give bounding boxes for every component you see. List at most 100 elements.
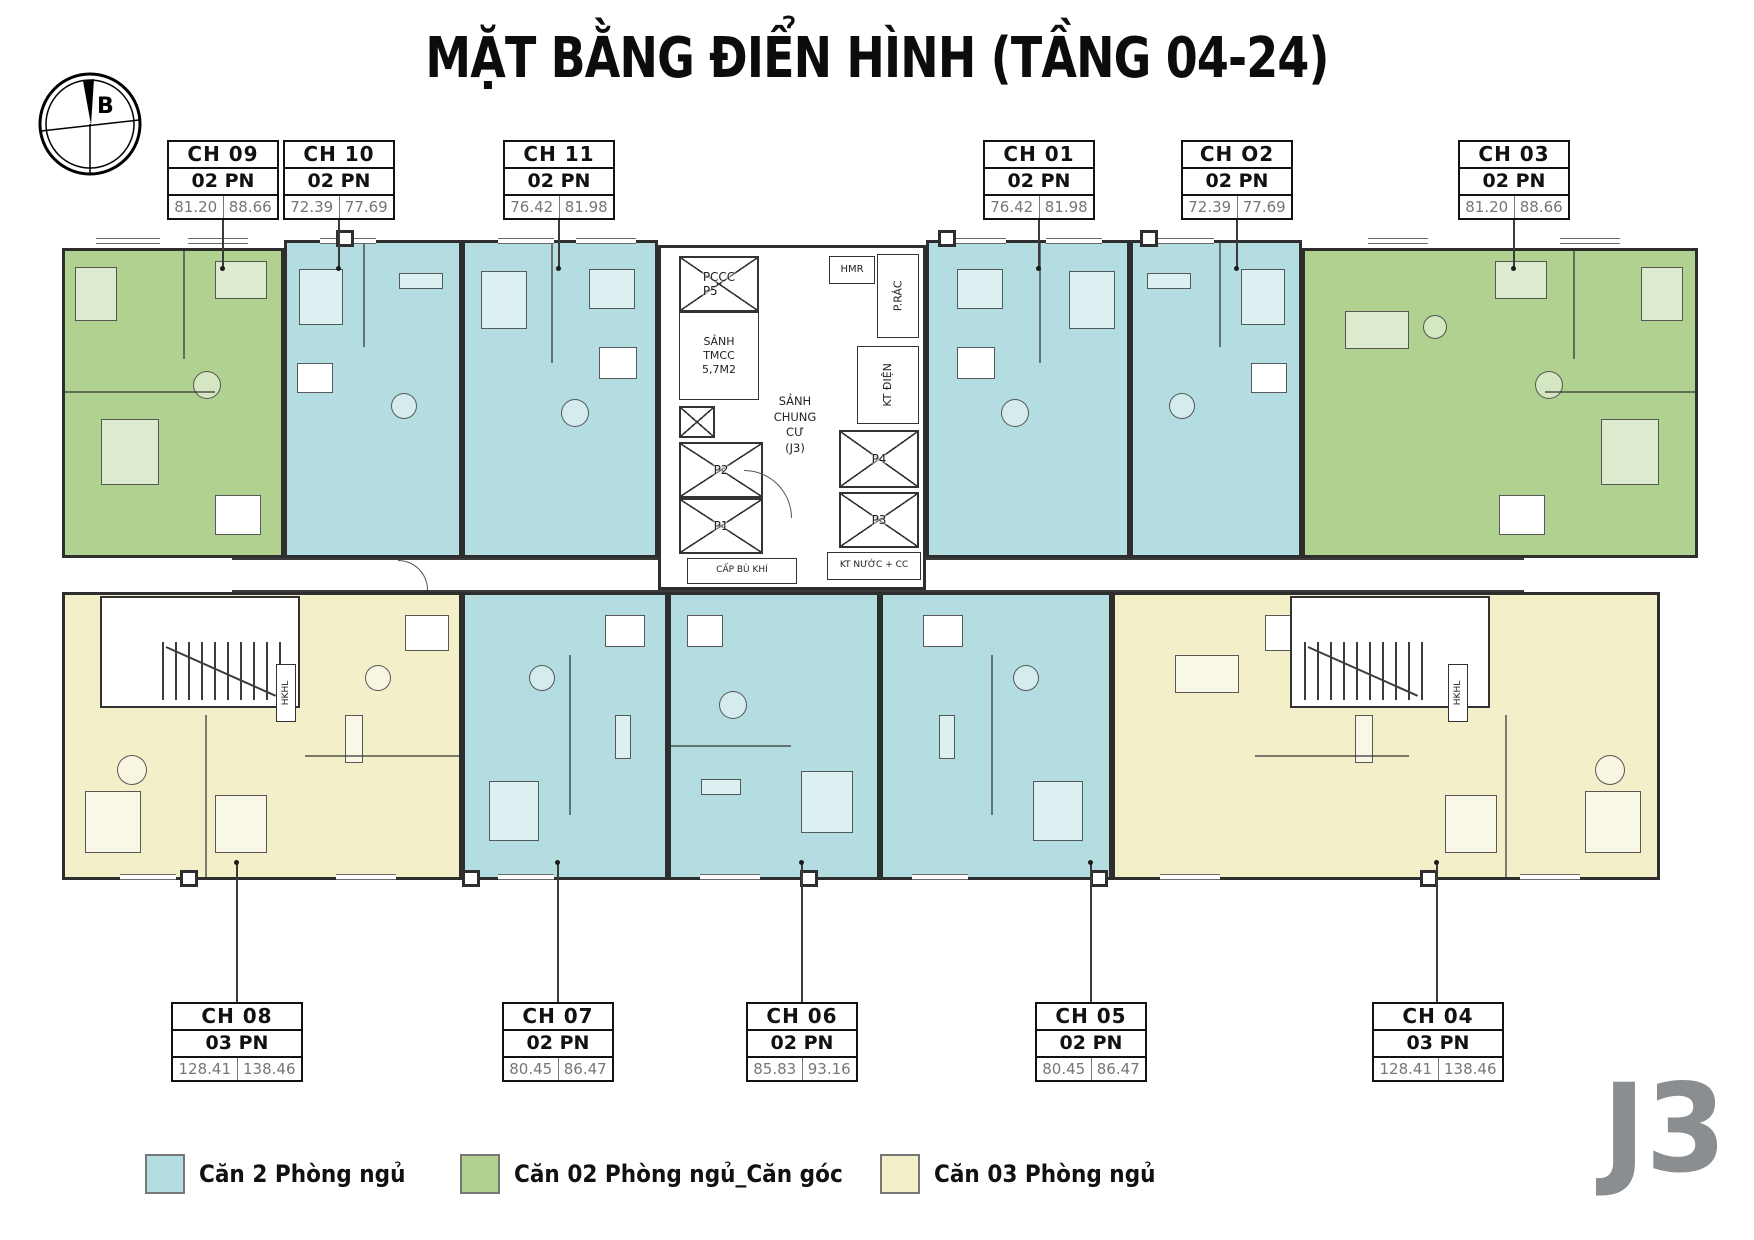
unit-area-ch03 bbox=[1302, 248, 1698, 558]
room-kt-nuoc: KT NƯỚC + CC bbox=[827, 552, 921, 580]
unit-area-gross: 81.98 bbox=[564, 198, 608, 216]
furniture-sofa bbox=[345, 715, 363, 763]
unit-area-ch10 bbox=[284, 240, 462, 558]
leader-dot bbox=[1434, 860, 1439, 865]
window bbox=[120, 874, 176, 880]
interior-wall bbox=[65, 391, 215, 393]
window bbox=[912, 874, 968, 880]
leader-dot bbox=[1036, 266, 1041, 271]
furniture-wardrobe bbox=[1495, 261, 1547, 299]
unit-area-net: 81.20 bbox=[169, 196, 224, 218]
leader-dot bbox=[336, 266, 341, 271]
leader-dot bbox=[1088, 860, 1093, 865]
leader-dot bbox=[234, 860, 239, 865]
elevator-label: P2 bbox=[713, 463, 729, 477]
bathroom bbox=[405, 615, 449, 651]
interior-wall bbox=[551, 243, 553, 363]
furniture-table bbox=[391, 393, 417, 419]
balcony-knob bbox=[1090, 870, 1108, 887]
room-cap-bu-khi: CẤP BÙ KHÍ bbox=[687, 558, 797, 584]
unit-area-net: 76.42 bbox=[985, 196, 1040, 218]
furniture-bed bbox=[101, 419, 159, 485]
interior-wall bbox=[991, 655, 993, 815]
unit-id: CH 11 bbox=[505, 142, 613, 169]
unit-id: CH 05 bbox=[1037, 1004, 1145, 1031]
window bbox=[1046, 238, 1102, 244]
interior-wall bbox=[1039, 243, 1041, 363]
furniture-wardrobe bbox=[589, 269, 635, 309]
unit-id: CH 01 bbox=[985, 142, 1093, 169]
interior-wall bbox=[305, 755, 459, 757]
furniture-bed bbox=[1069, 271, 1115, 329]
furniture-bed bbox=[1641, 267, 1683, 321]
balcony-knob bbox=[336, 230, 354, 247]
leader-line bbox=[1038, 214, 1040, 268]
bathroom bbox=[297, 363, 333, 393]
furniture-table bbox=[1013, 665, 1039, 691]
unit-area-net: 81.20 bbox=[1460, 196, 1515, 218]
window bbox=[1160, 874, 1220, 880]
legend-label: Căn 03 Phòng ngủ bbox=[934, 1160, 1156, 1188]
unit-id: CH 07 bbox=[504, 1004, 612, 1031]
window bbox=[96, 238, 160, 244]
unit-area-net: 72.39 bbox=[285, 196, 340, 218]
furniture-table bbox=[1595, 755, 1625, 785]
furniture-sofa bbox=[399, 273, 443, 289]
leader-line bbox=[1090, 864, 1092, 1002]
unit-area-net: 80.45 bbox=[1037, 1058, 1092, 1080]
leader-dot bbox=[220, 266, 225, 271]
unit-area-net: 80.45 bbox=[504, 1058, 559, 1080]
unit-area-ch01 bbox=[926, 240, 1130, 558]
window bbox=[188, 238, 248, 244]
furniture-table bbox=[719, 691, 747, 719]
leader-line bbox=[1513, 214, 1515, 268]
shaft-label: HKHL bbox=[1453, 680, 1464, 706]
compass-north-label: B bbox=[97, 94, 114, 119]
room-kt-dien: KT ĐIỆN bbox=[857, 346, 919, 424]
unit-id: CH 04 bbox=[1374, 1004, 1502, 1031]
furniture-bed bbox=[489, 781, 539, 841]
unit-bedrooms: 02 PN bbox=[169, 169, 277, 196]
stair-treads bbox=[1304, 642, 1432, 700]
bathroom bbox=[923, 615, 963, 647]
furniture-dining-table bbox=[1345, 311, 1409, 349]
leader-line bbox=[1436, 864, 1438, 1002]
page-title: MẶT BẰNG ĐIỂN HÌNH (TẦNG 04-24) bbox=[425, 26, 1329, 91]
leader-dot bbox=[1511, 266, 1516, 271]
shaft-left: HKHL bbox=[276, 664, 296, 722]
furniture-bed bbox=[1601, 419, 1659, 485]
unit-id: CH 09 bbox=[169, 142, 277, 169]
leader-line bbox=[801, 864, 803, 1002]
room-label: KT ĐIỆN bbox=[881, 363, 895, 407]
legend-item-3pn: Căn 03 Phòng ngủ bbox=[880, 1154, 1180, 1194]
room-p-rac: P.RÁC bbox=[877, 254, 919, 338]
furniture-table bbox=[529, 665, 555, 691]
room-label: CẤP BÙ KHÍ bbox=[716, 565, 768, 576]
unit-bedrooms: 03 PN bbox=[173, 1031, 301, 1058]
unit-area-gross: 81.98 bbox=[1044, 198, 1088, 216]
lobby-label: SẢNH CHUNG CƯ (J3) bbox=[773, 394, 817, 455]
furniture-bed bbox=[75, 267, 117, 321]
unit-bedrooms: 02 PN bbox=[1183, 169, 1291, 196]
furniture-bed bbox=[299, 269, 343, 325]
window bbox=[576, 238, 636, 244]
furniture-sofa bbox=[701, 779, 741, 795]
elevator-pccc-p5: PCCC P5 bbox=[679, 256, 759, 312]
elevator-label: P4 bbox=[871, 452, 887, 466]
elevator-label: PCCC P5 bbox=[702, 270, 736, 298]
furniture-table bbox=[561, 399, 589, 427]
unit-area-gross: 88.66 bbox=[1519, 198, 1563, 216]
unit-id: CH 03 bbox=[1460, 142, 1568, 169]
interior-wall bbox=[183, 251, 185, 359]
bathroom bbox=[1251, 363, 1287, 393]
balcony-knob bbox=[1140, 230, 1158, 247]
unit-area-ch09 bbox=[62, 248, 284, 558]
leader-line bbox=[338, 214, 340, 268]
window bbox=[1158, 238, 1214, 244]
unit-id: CH 06 bbox=[748, 1004, 856, 1031]
